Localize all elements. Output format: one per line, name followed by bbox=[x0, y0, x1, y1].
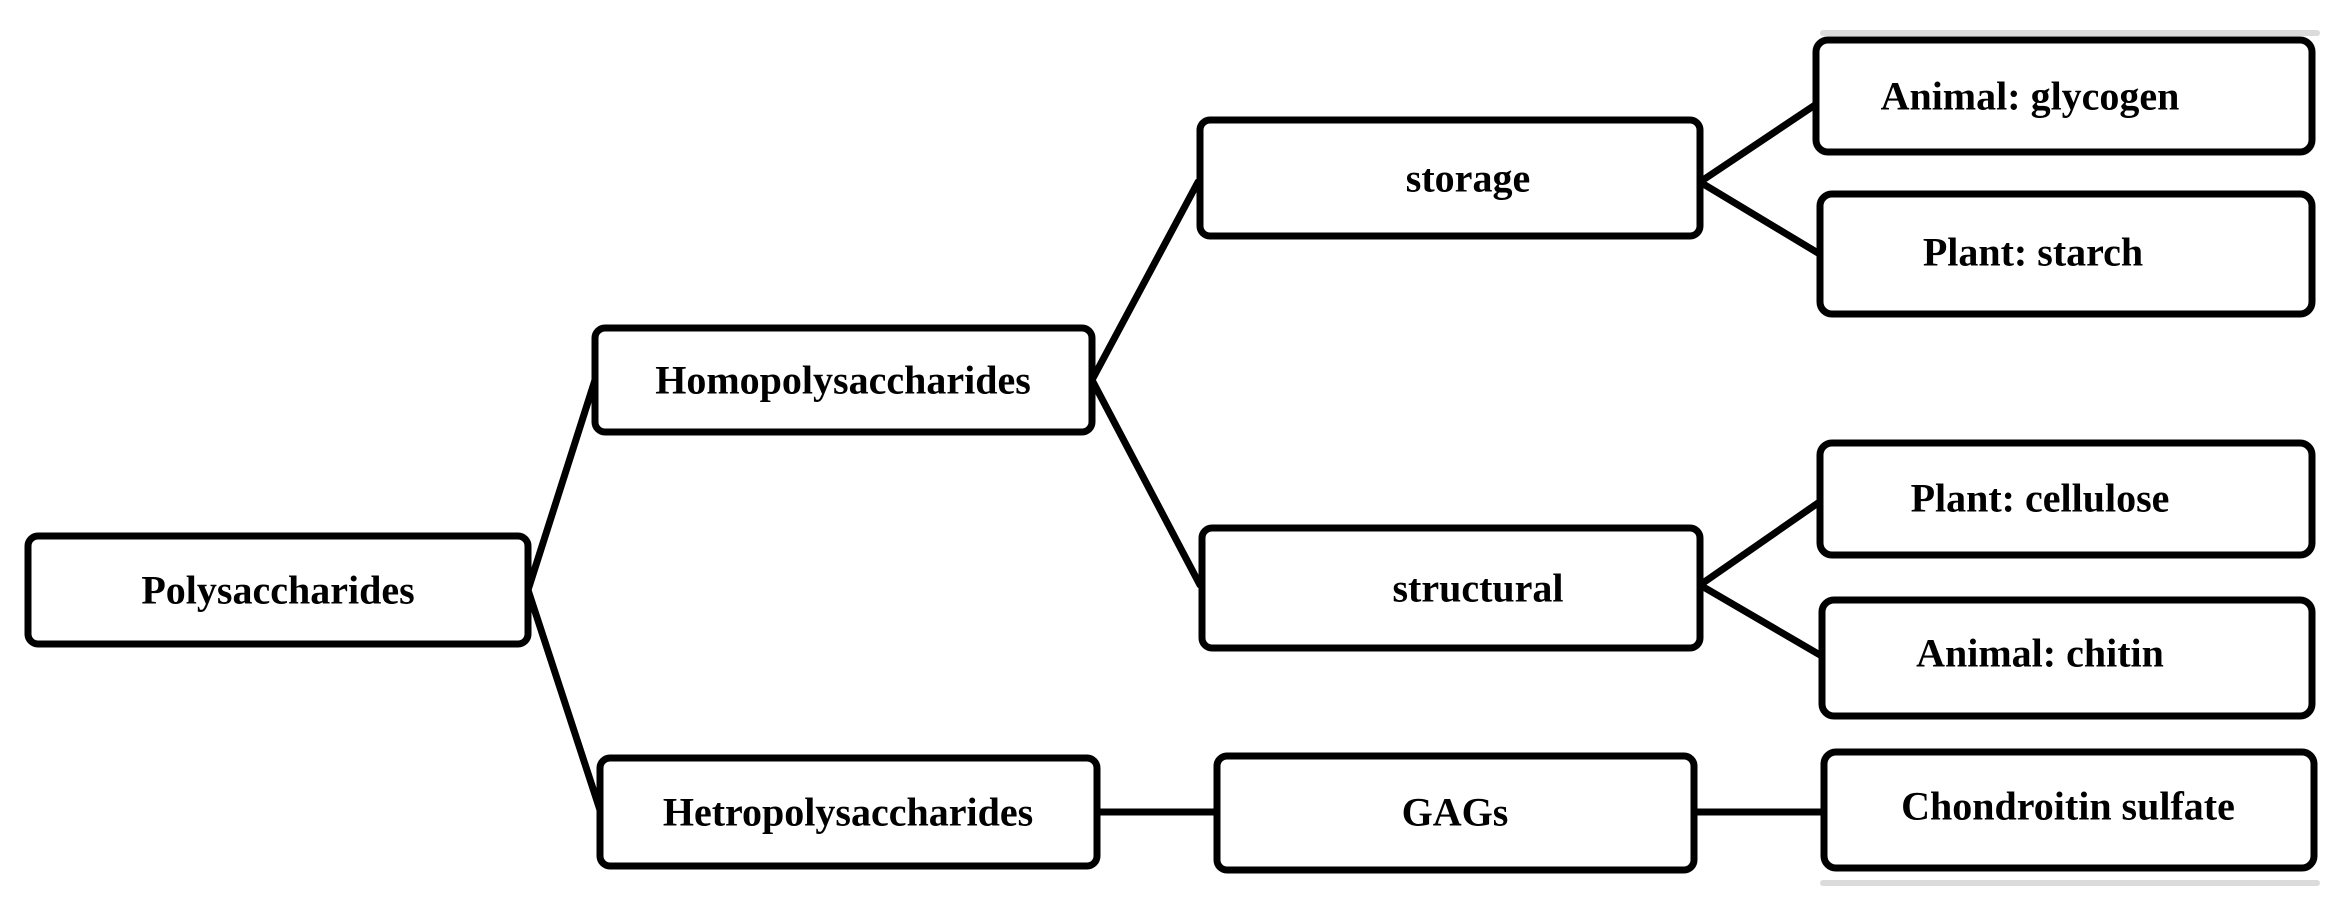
node-label-polysaccharides: Polysaccharides bbox=[141, 568, 414, 613]
node-homopolysaccharides: Homopolysaccharides bbox=[591, 324, 1096, 436]
edge-polysaccharides-hetropolysaccharides bbox=[524, 586, 604, 814]
node-label-plant-cellulose: Plant: cellulose bbox=[1911, 476, 2170, 521]
node-hetropolysaccharides: Hetropolysaccharides bbox=[596, 754, 1101, 870]
node-plant-cellulose: Plant: cellulose bbox=[1816, 439, 2316, 559]
node-label-storage: storage bbox=[1406, 156, 1530, 201]
node-label-hetropolysaccharides: Hetropolysaccharides bbox=[663, 790, 1033, 835]
node-structural: structural bbox=[1198, 524, 1704, 652]
connectors bbox=[524, 101, 1826, 816]
node-plant-starch: Plant: starch bbox=[1816, 190, 2316, 318]
edge-homopolysaccharides-storage bbox=[1088, 178, 1202, 384]
node-label-plant-starch: Plant: starch bbox=[1923, 230, 2143, 275]
node-storage: storage bbox=[1196, 116, 1704, 240]
node-chondroitin-sulfate: Chondroitin sulfate bbox=[1820, 748, 2318, 872]
edge-structural-plant-cellulose bbox=[1696, 499, 1822, 589]
edge-structural-animal-chitin bbox=[1696, 581, 1824, 659]
node-label-animal-chitin: Animal: chitin bbox=[1916, 631, 2164, 676]
node-label-gags: GAGs bbox=[1402, 790, 1509, 835]
node-gags: GAGs bbox=[1213, 752, 1698, 874]
edge-storage-plant-starch bbox=[1696, 178, 1822, 257]
node-animal-glycogen: Animal: glycogen bbox=[1812, 36, 2316, 156]
node-label-animal-glycogen: Animal: glycogen bbox=[1881, 74, 2180, 119]
node-label-structural: structural bbox=[1392, 566, 1563, 611]
edge-homopolysaccharides-structural bbox=[1088, 376, 1204, 589]
box-shadows bbox=[1820, 30, 2320, 886]
node-polysaccharides: Polysaccharides bbox=[24, 532, 532, 648]
edge-polysaccharides-homopolysaccharides bbox=[524, 376, 599, 594]
node-label-chondroitin-sulfate: Chondroitin sulfate bbox=[1901, 784, 2235, 829]
node-animal-chitin: Animal: chitin bbox=[1818, 596, 2316, 720]
node-label-homopolysaccharides: Homopolysaccharides bbox=[655, 358, 1031, 403]
edge-storage-animal-glycogen bbox=[1696, 101, 1819, 186]
